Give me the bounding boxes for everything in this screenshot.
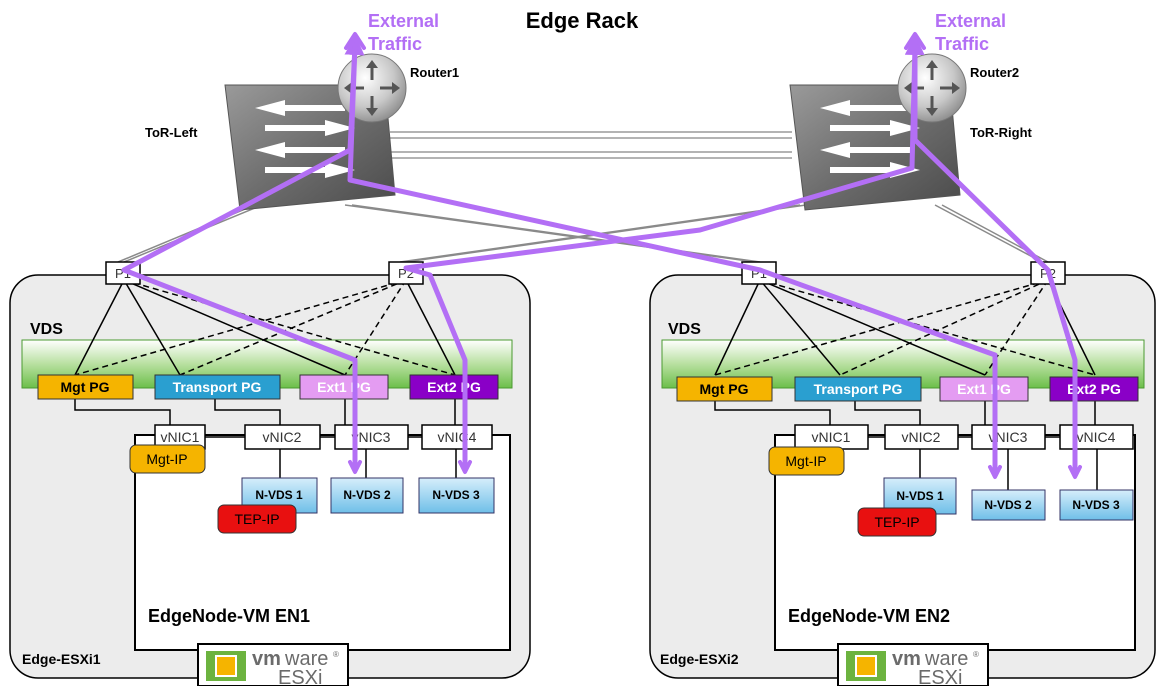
vnic-label: vNIC1 [812, 429, 851, 445]
router2-label: Router2 [970, 65, 1019, 80]
vnic-label: vNIC2 [902, 429, 941, 445]
vnic-label: vNIC4 [438, 429, 477, 445]
logo-brand-ware: ware [924, 648, 968, 670]
logo-product: ESXi [278, 667, 322, 686]
esxi1-transport-pg: Transport PG [154, 374, 281, 400]
esxi1-vmware-logo: vm ware ® ESXi [197, 643, 349, 686]
nvds-label: N-VDS 3 [1072, 498, 1120, 512]
esxi2-vnic3: vNIC3 [971, 424, 1046, 450]
esxi2-nvds3: N-VDS 3 [1059, 489, 1134, 521]
mgt-ip-label: Mgt-IP [146, 451, 187, 467]
esxi1-vnic3: vNIC3 [334, 424, 409, 450]
esxi1-ext1-pg: Ext1 PG [299, 374, 389, 400]
pg-label: Mgt PG [61, 379, 110, 395]
esxi2-ext1-pg: Ext1 PG [939, 376, 1029, 402]
router1-label: Router1 [410, 65, 459, 80]
external-traffic-label-left-line2: Traffic [368, 34, 422, 54]
router1-icon [337, 53, 407, 123]
logo-registered: ® [973, 650, 979, 659]
esxi2-vds-label: VDS [668, 321, 701, 338]
esxi1-mgt-pg: Mgt PG [37, 374, 134, 400]
external-traffic-label-right-line2: Traffic [935, 34, 989, 54]
vnic-label: vNIC3 [352, 429, 391, 445]
nvds-label: N-VDS 2 [984, 498, 1032, 512]
nvds-label: N-VDS 1 [255, 488, 303, 502]
logo-brand-vm: vm [892, 648, 921, 670]
pg-label: Ext2 PG [1067, 381, 1121, 397]
vnic-label: vNIC1 [161, 429, 200, 445]
esxi1-vnic4: vNIC4 [421, 424, 493, 450]
nvds-label: N-VDS 1 [896, 489, 944, 503]
traffic-path-en1-ext2 [403, 35, 925, 473]
nvds-label: N-VDS 3 [432, 488, 480, 502]
en2-vm-label: EdgeNode-VM EN2 [788, 606, 950, 626]
traffic-path-en2-ext2 [912, 42, 1078, 478]
esxi1-nvds3: N-VDS 3 [418, 477, 495, 514]
esxi1-ext2-pg: Ext2 PG [409, 374, 499, 400]
vnic-label: vNIC3 [989, 429, 1028, 445]
esxi2-vnic2: vNIC2 [884, 424, 959, 450]
tor-right-label: ToR-Right [970, 125, 1033, 140]
external-traffic-paths [121, 32, 1082, 479]
esxi2-mgt-pg: Mgt PG [676, 376, 773, 402]
vnic-label: vNIC2 [263, 429, 302, 445]
esxi2-transport-pg: Transport PG [794, 376, 922, 402]
external-traffic-label-right-line1: External [935, 11, 1006, 31]
diagram-title: Edge Rack [526, 8, 639, 33]
esxi1-vnic2: vNIC2 [244, 424, 321, 450]
esxi1-mgt-ip: Mgt-IP [129, 444, 206, 474]
logo-brand-ware: ware [284, 648, 328, 670]
mgt-ip-label: Mgt-IP [785, 453, 826, 469]
en1-vm-label: EdgeNode-VM EN1 [148, 606, 310, 626]
tep-ip-label: TEP-IP [874, 514, 919, 530]
tor-interlink [390, 131, 792, 159]
esxi1-vds-label: VDS [30, 321, 63, 338]
pg-label: Ext1 PG [317, 379, 371, 395]
router2-icon [897, 53, 967, 123]
esxi2-vnic4: vNIC4 [1059, 424, 1134, 450]
pg-label: Ext2 PG [427, 379, 481, 395]
traffic-path-en2-ext1 [347, 42, 998, 478]
esxi2-mgt-ip: Mgt-IP [768, 446, 845, 476]
pg-label: Ext1 PG [957, 381, 1011, 397]
nvds-label: N-VDS 2 [343, 488, 391, 502]
esxi1-host-label: Edge-ESXi1 [22, 651, 101, 667]
pg-label: Mgt PG [700, 381, 749, 397]
external-traffic-label-left-line1: External [368, 11, 439, 31]
tep-ip-label: TEP-IP [234, 511, 279, 527]
esxi2-vnic1: vNIC1 [794, 424, 869, 450]
esxi2-ext2-pg: Ext2 PG [1049, 376, 1139, 402]
esxi2-nvds2: N-VDS 2 [971, 489, 1046, 521]
tor-left-label: ToR-Left [145, 125, 198, 140]
logo-product: ESXi [918, 667, 962, 686]
esxi1-nvds2: N-VDS 2 [330, 477, 404, 514]
esxi1-vds-links [74, 279, 457, 478]
esxi2-host-label: Edge-ESXi2 [660, 651, 739, 667]
pg-label: Transport PG [814, 381, 903, 397]
esxi1-tep-ip: TEP-IP [217, 504, 297, 534]
esxi2-tep-ip: TEP-IP [857, 507, 937, 537]
logo-registered: ® [333, 650, 339, 659]
logo-brand-vm: vm [252, 648, 281, 670]
esxi2-vmware-logo: vm ware ® ESXi [837, 643, 989, 686]
vnic-label: vNIC4 [1077, 429, 1116, 445]
pg-label: Transport PG [173, 379, 262, 395]
